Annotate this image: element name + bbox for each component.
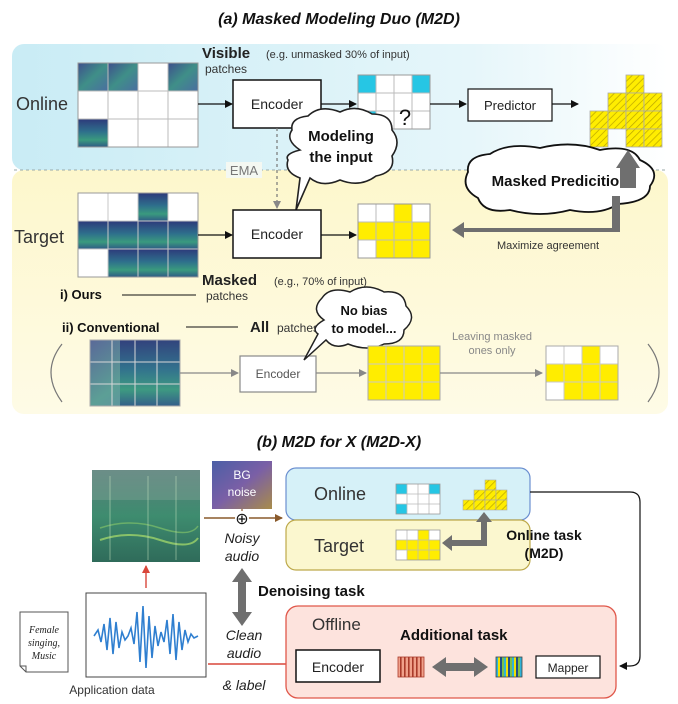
leaving-line2: ones only xyxy=(468,345,516,357)
left-parenthesis xyxy=(50,343,63,403)
maximize-agreement: Maximize agreement xyxy=(497,240,599,252)
denoising-double-arrow xyxy=(232,568,252,626)
bubble-modeling-line2: the input xyxy=(309,149,372,166)
bg-noise-line1: BG xyxy=(233,468,250,482)
big-arrow-to-target-features xyxy=(452,196,620,238)
bubble-masked-prediction xyxy=(464,143,656,215)
question-mark: ? xyxy=(399,105,411,130)
conventional-feature-grid xyxy=(367,345,441,401)
bubble-no-bias xyxy=(303,286,413,361)
offline-label: Offline xyxy=(312,615,361,634)
predictor-box xyxy=(467,88,553,122)
all-word: All xyxy=(250,319,269,336)
online-task-line2: (M2D) xyxy=(525,545,564,561)
visible-word: Visible xyxy=(202,45,250,62)
embedding-multi-stripes xyxy=(495,656,523,678)
online-label-b: Online xyxy=(314,484,366,504)
doc-line3: Music xyxy=(31,651,57,662)
masked-word: Masked xyxy=(202,272,257,289)
online-row-label: Online xyxy=(16,94,68,114)
noisy-line1: Noisy xyxy=(224,530,260,546)
conventional-input-grid xyxy=(89,339,181,407)
arrow-online-to-mapper xyxy=(530,491,641,670)
clean-line3: & label xyxy=(223,677,267,693)
bubble-nobias-line2: to model... xyxy=(332,321,397,336)
online-encoder-label: Encoder xyxy=(251,96,303,112)
conventional-masked-grid xyxy=(545,345,619,401)
clean-line2: audio xyxy=(227,645,261,661)
mapper-box xyxy=(535,655,601,679)
embedding-red-stripes xyxy=(397,656,425,678)
online-input-grid xyxy=(77,62,199,148)
target-encoder-label: Encoder xyxy=(251,226,303,242)
target-mini-grid xyxy=(395,529,441,561)
leaving-line1: Leaving masked xyxy=(452,331,532,343)
bubble-nobias-line1: No bias xyxy=(341,303,388,318)
plus-symbol: ⊕ xyxy=(235,511,248,528)
right-parenthesis xyxy=(647,343,660,403)
application-spectrogram xyxy=(92,470,200,562)
bubble-modeling-line1: Modeling xyxy=(308,128,374,145)
label-document xyxy=(19,611,69,673)
big-arrow-up-to-prediction xyxy=(616,150,640,188)
online-task-arrow xyxy=(442,512,492,551)
masked-patches-word: patches xyxy=(206,289,248,303)
additional-task-double-arrow xyxy=(432,657,488,677)
target-feature-grid xyxy=(357,203,431,259)
all-patches-word: patches xyxy=(277,321,319,335)
bubble-masked-prediction-text: Masked Predicition xyxy=(492,173,629,190)
ema-label: EMA xyxy=(230,163,259,178)
audio-waveform xyxy=(85,592,207,678)
target-encoder-box xyxy=(232,209,322,259)
section-b-title: (b) M2D for X (M2D-X) xyxy=(257,434,421,451)
target-label-b: Target xyxy=(314,536,364,556)
online-feature-grid xyxy=(357,74,431,130)
bg-noise-image xyxy=(212,461,272,509)
offline-encoder-label: Encoder xyxy=(312,659,364,675)
bg-noise-line2: noise xyxy=(228,485,257,499)
online-mini-prediction xyxy=(462,479,508,511)
denoising-task: Denoising task xyxy=(258,583,365,600)
conventional-encoder-label: Encoder xyxy=(256,367,301,381)
ours-label: i) Ours xyxy=(60,287,102,302)
noisy-line2: audio xyxy=(225,548,259,564)
offline-encoder-box xyxy=(295,649,381,683)
predictor-label: Predictor xyxy=(484,98,537,113)
section-a-title: (a) Masked Modeling Duo (M2D) xyxy=(218,11,460,28)
ema-label-bg xyxy=(226,162,262,178)
application-data-label: Application data xyxy=(69,683,155,697)
clean-line1: Clean xyxy=(226,627,263,643)
online-task-line1: Online task xyxy=(506,527,582,543)
visible-patches-word: patches xyxy=(205,62,247,76)
mapper-label: Mapper xyxy=(548,661,589,675)
masked-note: (e.g., 70% of input) xyxy=(274,276,367,288)
bubble-modeling-the-input xyxy=(286,107,398,211)
plus-circle xyxy=(235,511,249,525)
doc-line2: singing, xyxy=(28,638,60,649)
conventional-label: ii) Conventional xyxy=(62,320,160,335)
visible-note: (e.g. unmasked 30% of input) xyxy=(266,49,410,61)
online-mini-grid xyxy=(395,483,441,515)
conventional-encoder-box xyxy=(239,355,317,393)
target-row-label: Target xyxy=(14,227,64,247)
target-input-grid xyxy=(77,192,199,278)
doc-line1: Female xyxy=(28,625,60,636)
additional-task: Additional task xyxy=(400,627,508,644)
predicted-patches-grid xyxy=(589,74,663,148)
